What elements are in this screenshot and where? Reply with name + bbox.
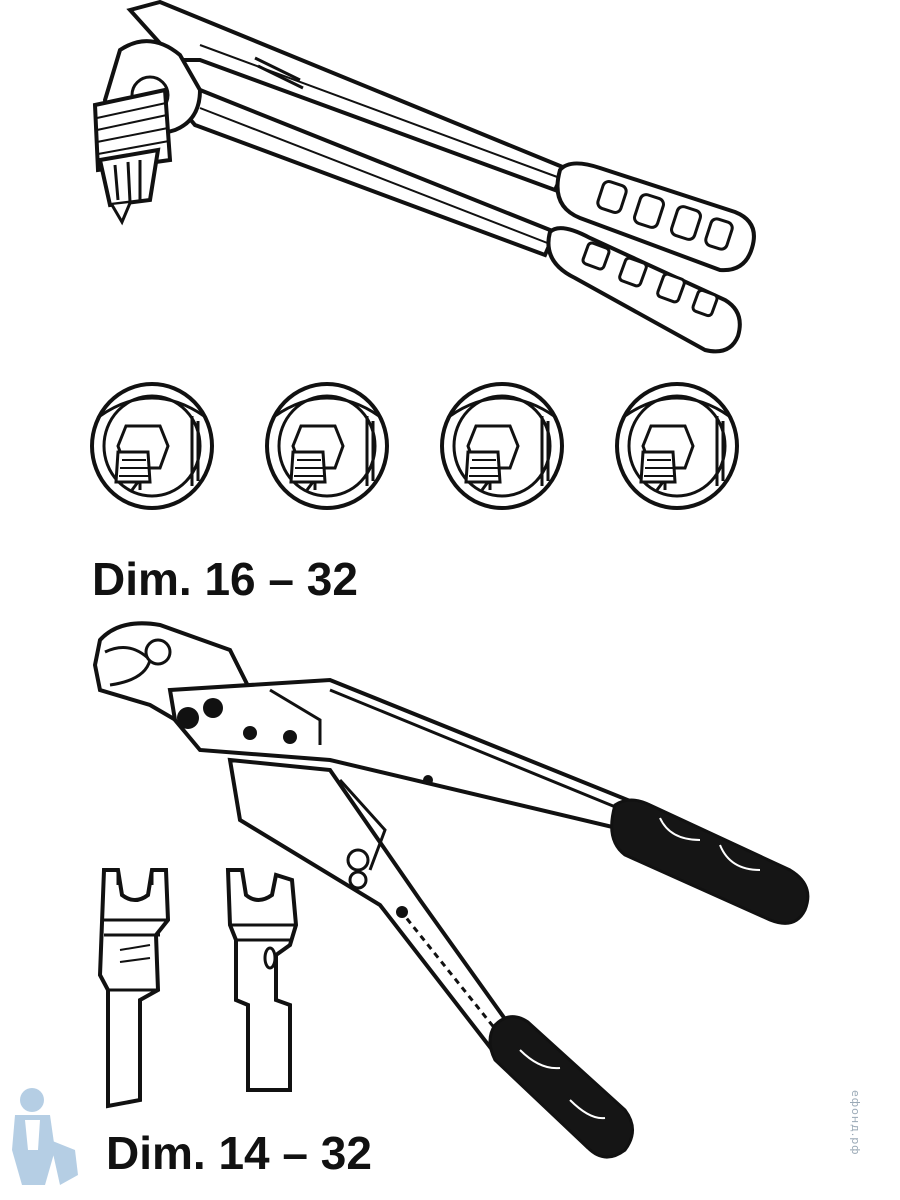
pliers-jaw-insert-icon [225, 868, 299, 1092]
lower-set-size-label: Dim. 14 – 32 [106, 1127, 372, 1179]
expander-head-icon [265, 382, 389, 510]
expander-head-icon [615, 382, 739, 510]
upper-set-size-label: Dim. 16 – 32 [92, 553, 358, 605]
expander-head-icon [90, 382, 214, 510]
site-watermark: ефонд.рф [849, 1090, 862, 1156]
expander-head-icon [440, 382, 564, 510]
expander-tool-icon [92, 0, 756, 354]
pliers-jaw-insert-icon [97, 868, 171, 1109]
plumber-mascot-icon [12, 1088, 78, 1185]
crimping-pliers-icon [92, 621, 810, 1159]
